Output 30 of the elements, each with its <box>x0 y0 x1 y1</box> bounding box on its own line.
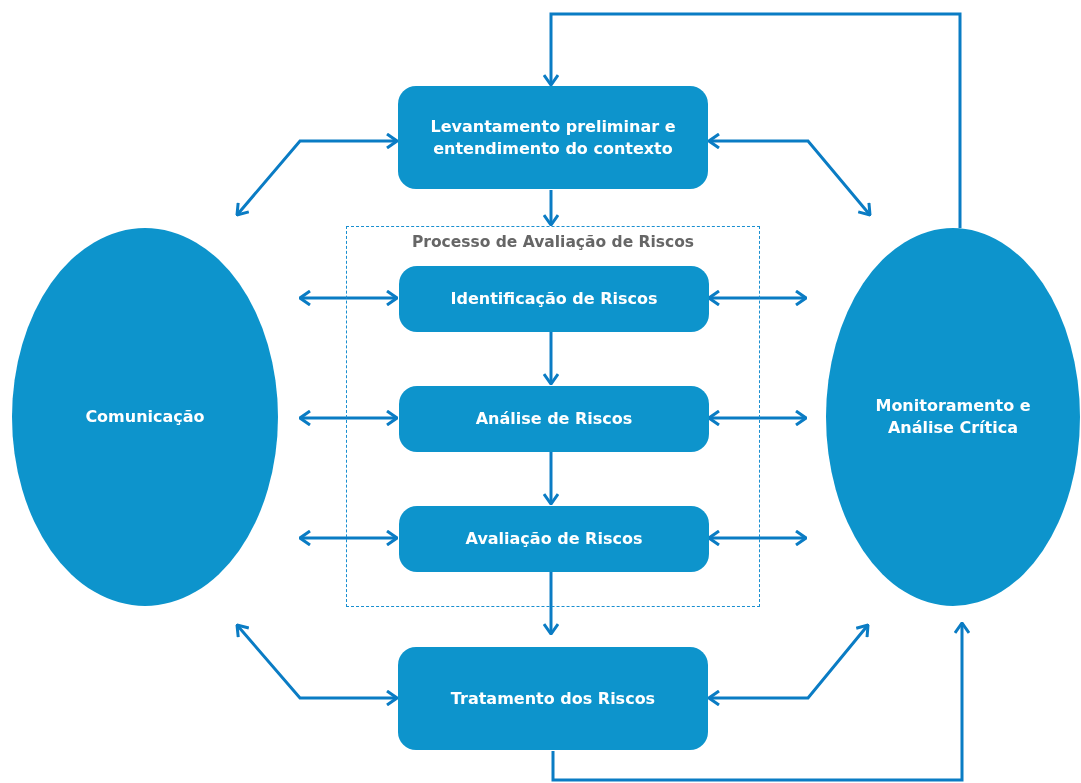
arrow <box>707 289 808 307</box>
arrow <box>542 12 962 228</box>
process-box <box>399 386 709 452</box>
group-title: Processo de Avaliação de Riscos <box>410 233 696 251</box>
arrow <box>542 572 560 636</box>
process-box <box>399 266 709 332</box>
arrow <box>298 409 399 427</box>
node-label: Análise de Riscos <box>474 408 634 430</box>
arrow <box>707 409 808 427</box>
arrow <box>542 332 560 386</box>
process-box <box>398 647 708 750</box>
arrow <box>707 623 870 707</box>
node-label: Avaliação de Riscos <box>464 528 644 550</box>
arrow <box>542 452 560 506</box>
arrow <box>707 132 872 217</box>
process-box <box>398 86 708 189</box>
dashed-group-frame <box>346 226 760 607</box>
arrow <box>707 529 808 547</box>
node-label: Identificação de Riscos <box>449 288 659 310</box>
arrow <box>235 132 399 217</box>
arrow <box>298 529 399 547</box>
process-box <box>399 506 709 572</box>
node-label: Monitoramento e Análise Crítica <box>874 395 1032 439</box>
arrow <box>298 289 399 307</box>
node-label: Levantamento preliminar e entendimento do contexto <box>429 115 677 160</box>
arrow <box>235 623 399 707</box>
arrow <box>542 190 560 227</box>
node-label: Comunicação <box>84 406 206 428</box>
node-label: Tratamento dos Riscos <box>449 687 657 710</box>
arrow <box>551 621 971 782</box>
